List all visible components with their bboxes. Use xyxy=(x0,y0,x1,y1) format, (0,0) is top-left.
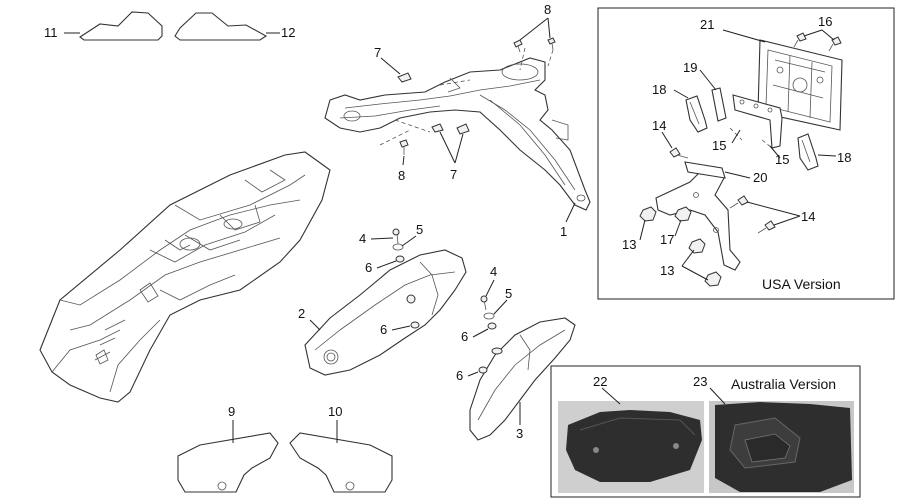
screws-16 xyxy=(793,32,842,52)
callout-10: 10 xyxy=(328,404,342,419)
license-bracket xyxy=(324,57,591,211)
seat-pad-right xyxy=(174,12,268,41)
callout-9: 9 xyxy=(228,404,235,419)
screw-8-upper xyxy=(513,37,556,53)
callout-16: 16 xyxy=(818,14,832,29)
callout-18-left: 18 xyxy=(652,82,666,97)
callout-23: 23 xyxy=(693,374,707,389)
callout-4-lower: 4 xyxy=(490,264,497,279)
callout-6-mid: 6 xyxy=(380,322,387,337)
callout-6-bottom: 6 xyxy=(456,368,463,383)
callout-5-lower: 5 xyxy=(505,286,512,301)
mount-bracket-top xyxy=(732,94,783,149)
spacer-plate-19 xyxy=(711,87,727,122)
photo-part-22 xyxy=(558,401,704,493)
fastener-set-lower xyxy=(478,295,497,374)
screw-8-lower xyxy=(399,139,409,155)
seat-pad-left xyxy=(79,11,163,41)
side-cover-right xyxy=(469,317,576,441)
callout-8-bottom: 8 xyxy=(398,168,405,183)
callout-11: 11 xyxy=(44,25,58,40)
rear-undertray xyxy=(39,151,331,403)
callout-14-right: 14 xyxy=(801,209,815,224)
callout-8-top: 8 xyxy=(544,2,551,17)
photo-part-23 xyxy=(709,401,854,493)
callout-1: 1 xyxy=(560,224,567,239)
clip-7-lower xyxy=(431,123,470,135)
sticker-left xyxy=(177,432,279,493)
callout-19: 19 xyxy=(683,60,697,75)
callout-7-bottom: 7 xyxy=(450,167,457,182)
callout-5-upper: 5 xyxy=(416,222,423,237)
callout-17: 17 xyxy=(660,232,674,247)
side-cover-left xyxy=(304,249,467,376)
usa-version-label: USA Version xyxy=(762,276,841,292)
callout-18-right: 18 xyxy=(837,150,851,165)
callout-7-top: 7 xyxy=(374,45,381,60)
sticker-right xyxy=(289,432,393,493)
callout-4-upper: 4 xyxy=(359,231,366,246)
screw-14-top xyxy=(669,147,689,159)
callout-21: 21 xyxy=(700,17,714,32)
callout-6-lower: 6 xyxy=(461,329,468,344)
reflector-right xyxy=(797,133,819,171)
usa-version-box xyxy=(597,7,895,300)
callout-13-upper: 13 xyxy=(622,237,636,252)
callout-14-top: 14 xyxy=(652,118,666,133)
callout-3: 3 xyxy=(516,426,523,441)
nuts-13-17 xyxy=(639,206,722,287)
fastener-set-upper xyxy=(392,228,420,329)
callout-6-upper: 6 xyxy=(365,260,372,275)
callout-13-lower: 13 xyxy=(660,263,674,278)
reflector-left xyxy=(685,95,708,133)
callout-20: 20 xyxy=(753,170,767,185)
callout-15-left: 15 xyxy=(712,138,726,153)
callout-15-right: 15 xyxy=(775,152,789,167)
australia-version-label: Australia Version xyxy=(731,376,836,392)
callout-22: 22 xyxy=(593,374,607,389)
callout-12: 12 xyxy=(281,25,295,40)
clip-7-upper xyxy=(397,72,412,83)
callout-2: 2 xyxy=(298,306,305,321)
